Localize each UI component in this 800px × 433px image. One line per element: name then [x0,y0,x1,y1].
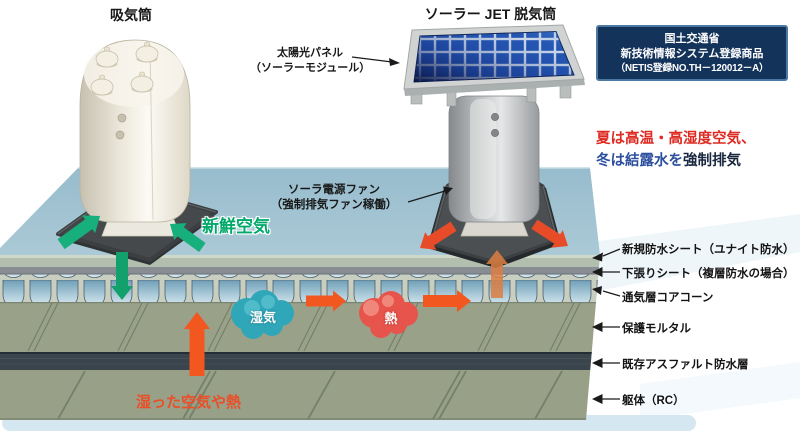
layer-label-new-sheet: 新規防水シート（ユナイト防水） [622,244,795,256]
headline-line2: 冬は結露水を強制排気 [596,150,756,172]
intake-label: 吸気筒 [110,7,152,23]
headline-line1: 夏は高温・高湿度空気、 [596,131,756,147]
layer-pointer-arrow [592,358,620,368]
fan-label: ソーラ電源ファン （強制排気ファン稼働） [258,183,410,213]
solar-jet-unit [403,24,585,268]
netis-badge: 国土交通省 新技術情報システム登録商品 （NETIS登録NO.TH－120012… [596,25,788,82]
fan-pointer-arrow [407,186,453,203]
layer-label-asphalt: 既存アスファルト防水層 [622,359,749,371]
panel-pointer-arrow [351,56,400,66]
netis-badge-line3: （NETIS登録NO.TH－120012－A） [615,62,769,74]
layer-label-mortar: 保護モルタル [622,323,691,335]
fan-label-line1: ソーラ電源ファン [288,184,380,196]
headline-line2-blue: 冬は結露水を [596,153,683,170]
intake-vent-caps [90,41,159,96]
netis-badge-line2: 新技術情報システム登録商品 [620,47,764,60]
heat-label: 熱 [384,311,398,326]
headline-line2-dark: 強制排気 [683,153,741,170]
netis-badge-line1: 国土交通省 [664,33,720,45]
solar-panel-label: 太陽光パネル （ソーラーモジュール） [250,46,370,76]
solar-panel-label-line2: （ソーラーモジュール） [250,61,371,74]
solar-panel-label-line1: 太陽光パネル [277,47,343,59]
fan-label-line2: （強制排気ファン稼働） [270,198,398,211]
moisture-label: 湿気 [249,310,276,325]
layer-label-vent-corecone: 通気層コアコーン [622,292,714,304]
cross-section-layers [0,255,600,420]
moisture-cloud [231,290,294,339]
layer-label-underlay-sheet: 下張りシート（複層防水の場合） [622,268,795,280]
background-accent-waves [592,214,800,420]
layer-label-rc-body: 躯体（RC） [622,395,685,407]
layer-pointer-arrow [592,286,621,297]
intake-unit [56,39,218,265]
solar-jet-label: ソーラー JET 脱気筒 [424,6,557,22]
headline: 夏は高温・高湿度空気、 冬は結露水を強制排気 [596,128,756,173]
solar-panel [403,24,585,96]
layer-pointer-arrow [592,394,620,404]
pointer-arrows [351,56,621,404]
layer-pointer-arrow [592,267,620,277]
layer-pointer-arrow [592,322,620,332]
layer-pointer-arrow [592,248,621,262]
fresh-air-label: 新鮮空気 [202,217,270,236]
heat-cloud [359,291,418,338]
damp-air-label: 湿った空気や熱 [136,394,242,411]
